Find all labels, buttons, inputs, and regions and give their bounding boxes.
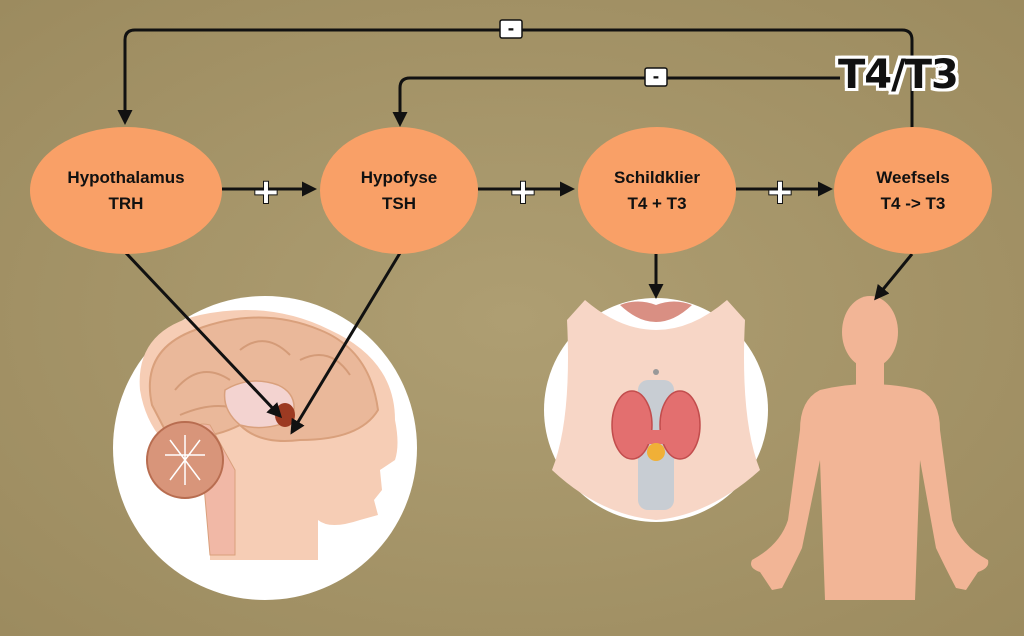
plus-sign-2: + [509, 172, 538, 212]
brain-illustration [113, 296, 417, 600]
arrow-hypothalamus-to-brain [124, 251, 283, 419]
feedback-loop-inner: - [392, 67, 840, 127]
inhibition-sign-inner: - [653, 67, 660, 86]
human-body-silhouette [751, 296, 989, 600]
node-hypothalamus: Hypothalamus TRH [30, 127, 222, 254]
thyroid-neck-illustration [544, 298, 768, 522]
node-hypofyse-hormone: TSH [382, 193, 416, 213]
node-hypothalamus-name: Hypothalamus [67, 167, 185, 187]
inhibition-sign-outer-box [499, 19, 523, 39]
node-schildklier-hormone: T4 + T3 [627, 193, 687, 213]
inhibition-sign-outer: - [508, 19, 515, 38]
plus-sign-1: + [252, 172, 281, 212]
arrow-weefsels-to-body [874, 253, 914, 301]
node-schildklier: Schildklier T4 + T3 [578, 127, 736, 254]
node-hypofyse: Hypofyse TSH [320, 127, 478, 254]
node-weefsels-hormone: T4 -> T3 [880, 193, 946, 213]
feedback-loop-outer: - [117, 19, 914, 128]
node-weefsels-name: Weefsels [876, 167, 950, 187]
node-hypothalamus-hormone: TRH [108, 193, 144, 213]
inhibition-sign-inner-box [644, 67, 668, 87]
node-hypofyse-name: Hypofyse [360, 167, 438, 187]
stimulation-arrow-1: + [222, 171, 317, 213]
stimulation-arrow-2: + [478, 171, 575, 213]
arrow-hypofyse-to-brain [290, 252, 402, 435]
node-weefsels: Weefsels T4 -> T3 [834, 127, 992, 254]
stimulation-arrow-3: + [736, 171, 833, 213]
plus-sign-3: + [766, 172, 795, 212]
node-schildklier-name: Schildklier [614, 167, 700, 187]
feedback-hormone-label: T4/T3 [838, 52, 959, 98]
